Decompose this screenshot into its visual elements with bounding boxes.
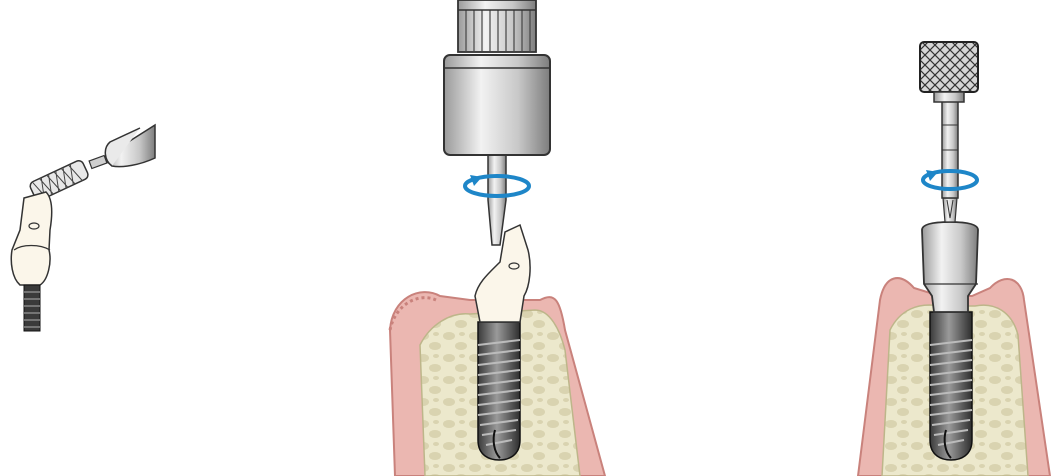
panel-abutment-seated-driver [390, 0, 605, 476]
driver-tip [943, 198, 957, 222]
driver-shaft [942, 100, 958, 198]
angled-abutment [11, 192, 52, 285]
abutment-screw [24, 285, 40, 331]
panel-cover-screw-driver [858, 42, 1050, 476]
knurled-handle-icon [920, 42, 978, 102]
dental-implant [478, 322, 520, 460]
handpiece [89, 125, 155, 168]
dental-implant [930, 312, 972, 460]
panel-abutment-grinding [11, 125, 155, 331]
driver-handpiece [444, 0, 550, 155]
driver-shaft [488, 155, 506, 245]
angled-abutment-seated [475, 225, 530, 322]
